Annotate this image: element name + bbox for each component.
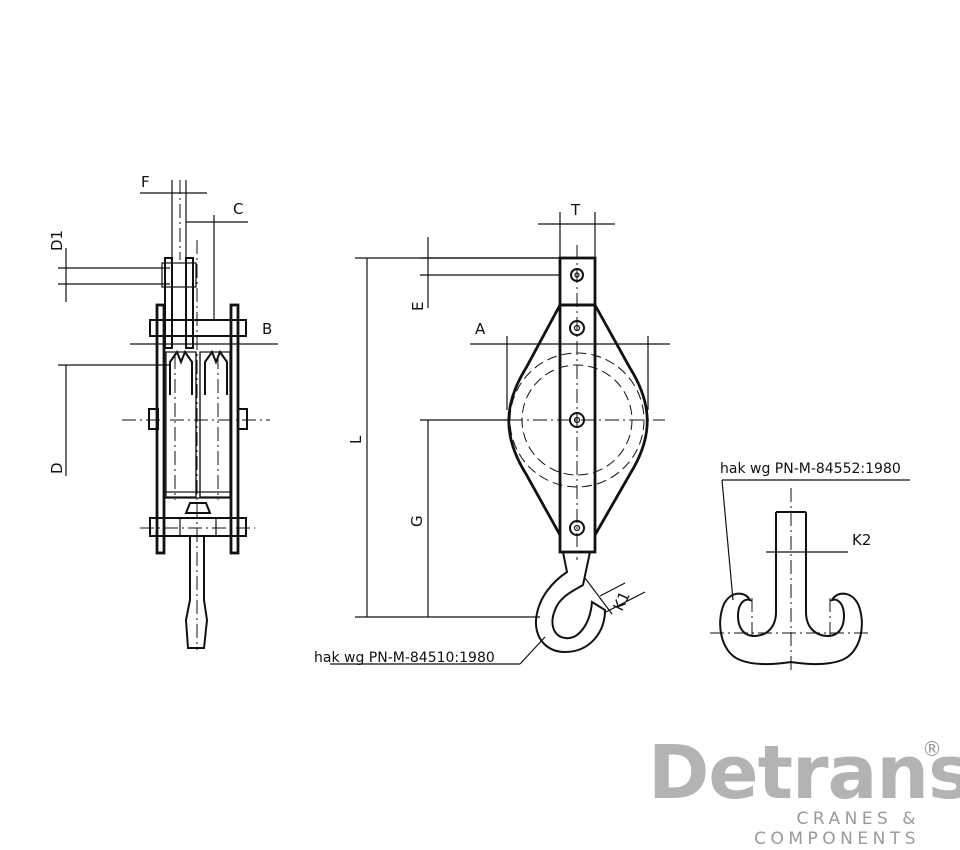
logo-tagline: CRANES & COMPONENTS xyxy=(754,809,920,849)
dim-L-label: L xyxy=(347,435,365,444)
dim-D1-label: D1 xyxy=(48,230,66,251)
hook-note-2: hak wg PN-M-84552:1980 xyxy=(720,461,901,477)
detrans-logo: Detrans CRANES & COMPONENTS ® xyxy=(648,730,960,849)
dim-F-label: F xyxy=(141,173,150,191)
dim-E-label: E xyxy=(409,302,427,311)
double-hook-dimensions: K2 hak wg PN-M-84552:1980 xyxy=(720,461,910,601)
double-hook-view xyxy=(710,488,870,672)
dim-T-label: T xyxy=(570,201,581,219)
dim-D-label: D xyxy=(48,462,66,474)
dim-B-label: B xyxy=(262,320,272,338)
front-view xyxy=(485,245,665,654)
hook-note-1: hak wg PN-M-84510:1980 xyxy=(314,650,495,666)
dim-K2-label: K2 xyxy=(852,531,871,549)
front-view-dimensions: T E A L G K1 hak wg PN-M-84510:1980 xyxy=(314,201,670,666)
dim-G-label: G xyxy=(408,515,426,527)
registered-mark: ® xyxy=(922,737,942,761)
side-view-dimensions: F C D1 B D xyxy=(48,173,278,476)
side-view xyxy=(122,180,270,650)
dim-K1-label: K1 xyxy=(609,589,634,614)
logo-wordmark: Detrans xyxy=(648,730,960,816)
dim-A-label: A xyxy=(475,320,486,338)
dim-C-label: C xyxy=(233,200,243,218)
